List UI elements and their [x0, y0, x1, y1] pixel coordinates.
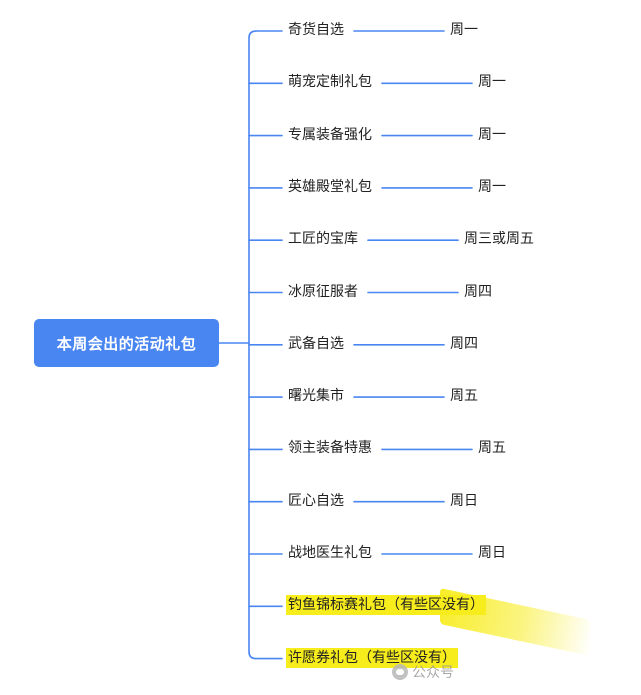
branch-node[interactable]: 钓鱼锦标赛礼包（有些区没有） [286, 595, 486, 616]
day-node[interactable]: 周四 [464, 283, 492, 300]
day-node[interactable]: 周一 [478, 74, 506, 91]
branch-node[interactable]: 冰原征服者 [288, 283, 358, 300]
day-node[interactable]: 周四 [450, 335, 478, 352]
branch-node[interactable]: 专属装备强化 [288, 126, 372, 143]
watermark-text: 公众号 [412, 665, 454, 681]
watermark: 公众号 [392, 662, 454, 682]
branch-node[interactable]: 萌宠定制礼包 [288, 74, 372, 91]
day-node[interactable]: 周五 [478, 440, 506, 457]
day-node[interactable]: 周三或周五 [464, 231, 534, 248]
branch-node[interactable]: 领主装备特惠 [288, 440, 372, 457]
root-node[interactable]: 本周会出的活动礼包 [34, 319, 219, 367]
day-node[interactable]: 周五 [450, 388, 478, 405]
day-node[interactable]: 周一 [478, 178, 506, 195]
branch-node[interactable]: 匠心自选 [288, 492, 344, 509]
branch-node[interactable]: 工匠的宝库 [288, 231, 358, 248]
branch-node[interactable]: 武备自选 [288, 335, 344, 352]
day-node[interactable]: 周日 [450, 492, 478, 509]
wechat-icon [392, 664, 408, 680]
branch-node[interactable]: 英雄殿堂礼包 [288, 178, 372, 195]
day-node[interactable]: 周一 [478, 126, 506, 143]
branch-node[interactable]: 曙光集市 [288, 388, 344, 405]
branch-node[interactable]: 许愿券礼包（有些区没有） [286, 647, 458, 668]
day-node[interactable]: 周一 [450, 22, 478, 38]
branch-node[interactable]: 奇货自选 [288, 22, 344, 38]
branch-node[interactable]: 战地医生礼包 [288, 545, 372, 561]
root-node-label: 本周会出的活动礼包 [56, 334, 197, 353]
day-node[interactable]: 周日 [478, 545, 506, 561]
